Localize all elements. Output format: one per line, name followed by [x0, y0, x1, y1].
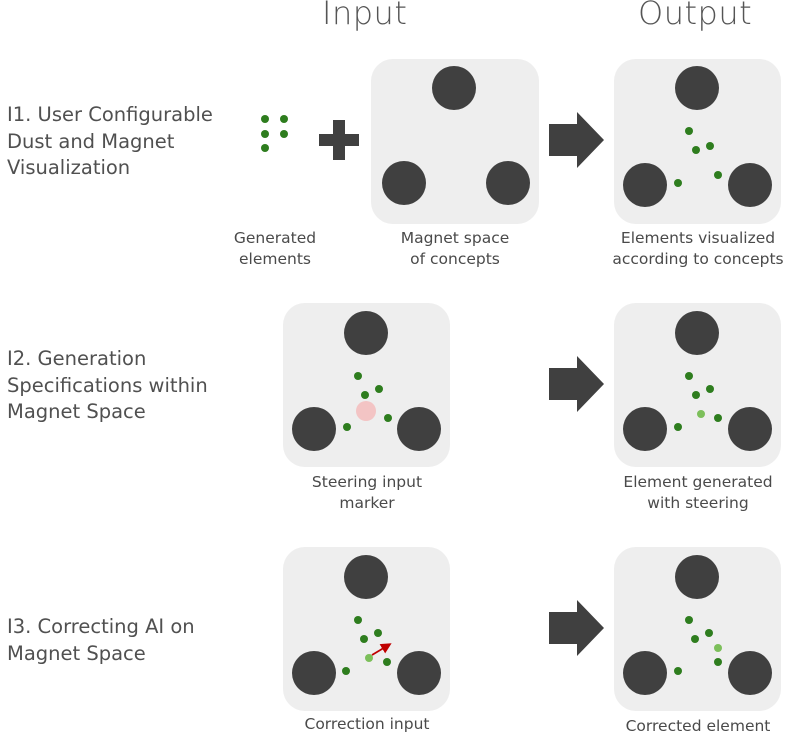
caption-output-i1: Elements visualized according to concept…	[612, 229, 784, 268]
dust-dot	[685, 372, 693, 380]
magnet-circle	[728, 163, 772, 207]
magnet-circle	[675, 66, 719, 110]
dust-dot	[261, 115, 269, 123]
magnet-circle	[728, 651, 772, 695]
dust-dot	[714, 658, 722, 666]
dust-dot	[705, 629, 713, 637]
dust-dot	[685, 616, 693, 624]
dust-dot	[354, 372, 362, 380]
input-column-header: Input	[322, 0, 408, 32]
right-arrow-icon	[549, 600, 604, 656]
correction-arrow-icon	[371, 643, 392, 656]
dust-dot	[261, 144, 269, 152]
dust-dot	[692, 391, 700, 399]
caption-generated-elements: Generated elements	[233, 229, 317, 268]
dust-dot	[354, 616, 362, 624]
dust-dot	[375, 385, 383, 393]
dust-dot	[691, 635, 699, 643]
magnet-circle	[432, 66, 476, 110]
magnet-circle	[397, 651, 441, 695]
magnet-circle	[675, 311, 719, 355]
output-column-header: Output	[638, 0, 753, 32]
magnet-circle	[623, 651, 667, 695]
dust-dot	[280, 130, 288, 138]
magnet-circle	[344, 311, 388, 355]
output-panel-i2	[614, 303, 781, 467]
caption-output-i2: Element generated with steering	[623, 473, 773, 512]
steering-input-panel	[283, 303, 450, 467]
output-panel-i3	[614, 547, 781, 711]
dust-dot	[343, 423, 351, 431]
magnet-circle	[486, 161, 530, 205]
dust-dot	[674, 179, 682, 187]
caption-magnet-space: Magnet space of concepts	[400, 229, 510, 268]
dust-dot	[714, 414, 722, 422]
right-arrow-icon	[549, 112, 604, 168]
dust-dot	[685, 127, 693, 135]
magnet-space-panel	[371, 59, 539, 224]
output-panel-i1	[614, 59, 781, 224]
dust-dot	[674, 423, 682, 431]
correction-input-panel	[283, 547, 450, 711]
magnet-circle	[382, 161, 426, 205]
dust-dot	[361, 391, 369, 399]
corrected-element-dot	[714, 644, 722, 652]
dust-dot	[261, 130, 269, 138]
dust-dot	[342, 667, 350, 675]
row-label-i3: I3. Correcting AI on Magnet Space	[7, 615, 195, 665]
corrected-element-dot	[365, 654, 373, 662]
right-arrow-icon	[549, 356, 604, 412]
caption-steering-input: Steering input marker	[311, 473, 423, 512]
dust-dot	[714, 171, 722, 179]
magnet-circle	[344, 555, 388, 599]
generated-element-dot	[697, 410, 705, 418]
steering-marker	[356, 401, 376, 421]
magnet-circle	[623, 163, 667, 207]
magnet-circle	[728, 407, 772, 451]
dust-dot	[706, 142, 714, 150]
dust-dot	[674, 667, 682, 675]
generated-elements-dots	[261, 115, 288, 152]
caption-output-i3: Corrected element	[625, 717, 771, 735]
caption-correction-input: Correction input	[304, 715, 430, 733]
dust-dot	[383, 658, 391, 666]
dust-dot	[360, 635, 368, 643]
magnet-circle	[675, 555, 719, 599]
row-label-i1: I1. User Configurable Dust and Magnet Vi…	[7, 103, 213, 179]
plus-icon	[319, 120, 359, 160]
magnet-circle	[292, 651, 336, 695]
row-label-i2: I2. Generation Specifications within Mag…	[7, 347, 208, 423]
dust-dot	[374, 629, 382, 637]
magnet-circle	[397, 407, 441, 451]
magnet-circle	[623, 407, 667, 451]
dust-dot	[706, 385, 714, 393]
magnet-circle	[292, 407, 336, 451]
dust-dot	[692, 146, 700, 154]
dust-dot	[280, 115, 288, 123]
dust-dot	[384, 414, 392, 422]
